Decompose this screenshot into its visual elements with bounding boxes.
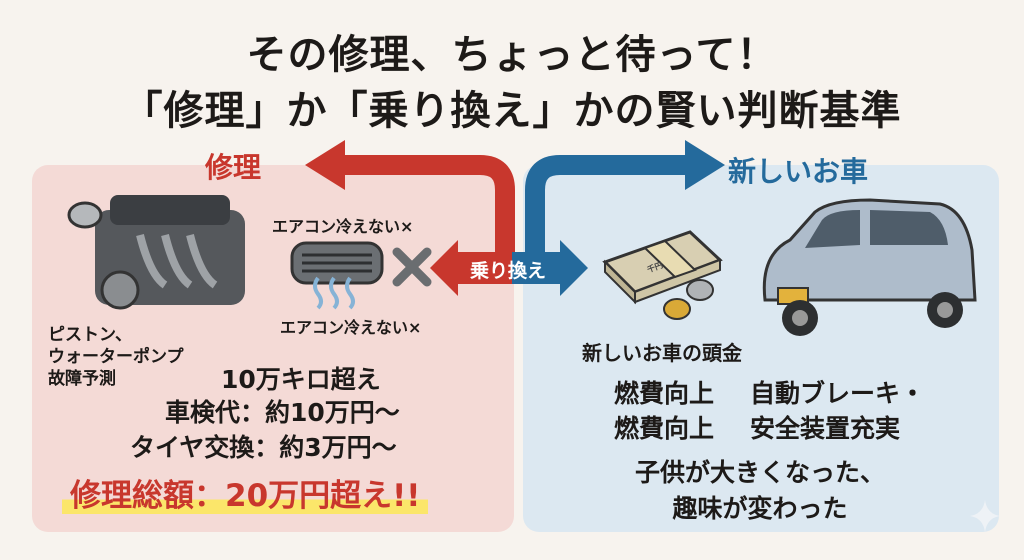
benefit-safety: 安全装置充実: [750, 414, 901, 443]
x-mark-icon: [392, 247, 432, 287]
benefit-fuel: 燃費向上: [614, 414, 715, 443]
life-change-line: 趣味が変わった: [672, 494, 848, 523]
repair-arrow: [305, 140, 515, 262]
repair-total-text: 修理総額：20万円超え!!: [62, 478, 429, 514]
money-stack-icon: [602, 230, 723, 305]
engine-icon: [67, 195, 245, 310]
new-car-arrow: [525, 140, 725, 262]
life-change-line: 子供が大きくなった、: [634, 458, 885, 487]
ac-issue-bottom: エアコン冷えない×: [280, 318, 422, 337]
title-line-1: その修理、ちょっと待って！: [246, 32, 778, 78]
engine-note-line: 故障予測: [48, 369, 116, 389]
repair-total: 修理総額：20万円超え!!: [62, 470, 429, 515]
sparkle-icon: [970, 500, 1000, 532]
repair-heading: 修理: [205, 151, 262, 184]
tire-cost: タイヤ交換：約3万円〜: [130, 433, 397, 462]
ac-issue-top: エアコン冷えない×: [272, 217, 414, 236]
benefit-row: 燃費向上 安全装置充実: [614, 411, 925, 446]
benefits: 燃費向上自動ブレーキ・ 燃費向上安全装置充実: [614, 376, 925, 446]
benefit-row: 燃費向上 自動ブレーキ・: [614, 376, 925, 411]
benefit-fuel: 燃費向上: [614, 379, 715, 408]
down-payment-label: 新しいお車の頭金: [582, 341, 742, 365]
inspection-cost: 車検代：約10万円〜: [165, 398, 400, 427]
mileage-text: 10万キロ超え: [221, 365, 381, 394]
coins-icon: [663, 279, 714, 320]
new-car-heading: 新しいお車: [728, 155, 869, 188]
life-change: 子供が大きくなった、 趣味が変わった: [600, 455, 920, 527]
car-icon: [762, 198, 977, 336]
benefit-brake: 自動ブレーキ・: [750, 379, 926, 408]
air-conditioner-icon: [290, 241, 384, 310]
engine-note-line: ピストン、: [48, 325, 132, 345]
switch-double-arrow: [430, 240, 588, 296]
title-line-2: 「修理」か「乗り換え」かの賢い判断基準: [122, 88, 902, 134]
engine-note-line: ウォーターポンプ: [48, 347, 184, 367]
switch-label: 乗り換え: [470, 260, 547, 282]
engine-note: ピストン、 ウォーターポンプ 故障予測: [48, 324, 184, 390]
